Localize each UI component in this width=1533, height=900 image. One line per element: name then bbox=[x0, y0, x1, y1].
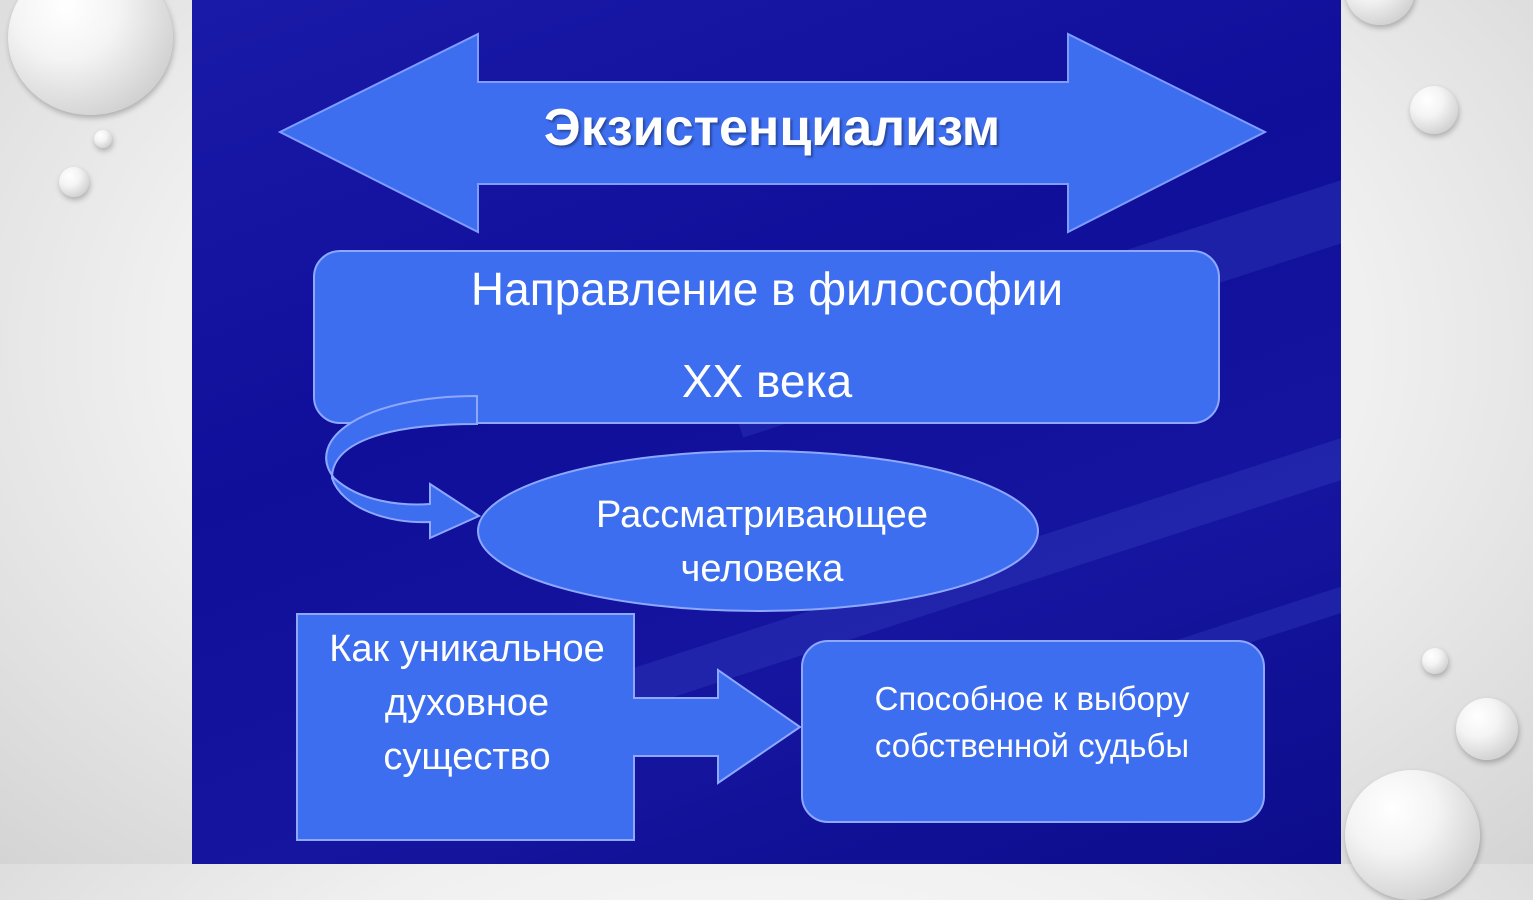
slide: Экзистенциализм Направление в философии … bbox=[192, 0, 1341, 864]
water-drop-decoration bbox=[1345, 770, 1480, 900]
water-drop-decoration bbox=[1410, 86, 1458, 134]
diagram-shapes bbox=[277, 32, 1268, 841]
water-drop-decoration bbox=[1345, 0, 1415, 25]
title-double-arrow bbox=[277, 32, 1268, 234]
diagram-title: Экзистенциализм bbox=[543, 99, 1001, 157]
water-drop-decoration bbox=[8, 0, 173, 115]
left-box-label: Как уникальное духовное существо bbox=[329, 628, 605, 778]
ellipse-shape bbox=[477, 450, 1039, 612]
right-box bbox=[801, 640, 1265, 823]
definition-line-1: Направление в философии bbox=[470, 263, 1064, 315]
left-callout-box bbox=[296, 613, 802, 841]
water-drop-decoration bbox=[1456, 698, 1518, 760]
right-box-label: Способное к выбору собственной судьбы bbox=[874, 680, 1190, 764]
definition-line-2: XX века bbox=[681, 355, 853, 407]
ellipse-label: Рассматривающее человека bbox=[596, 494, 928, 590]
curved-connector-arrow bbox=[325, 394, 482, 540]
water-drop-decoration bbox=[94, 130, 112, 148]
water-drop-decoration bbox=[59, 167, 89, 197]
definition-box bbox=[313, 250, 1220, 424]
water-drop-decoration bbox=[1422, 648, 1448, 674]
